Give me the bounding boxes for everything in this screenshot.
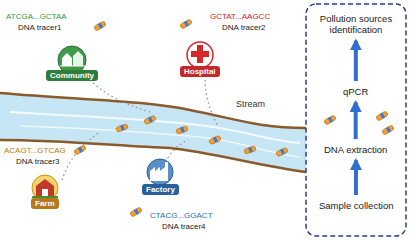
source-label: Factory [142, 184, 179, 195]
dna-sequence: GCTAT...AAGCC [210, 13, 270, 22]
tracer-capsule [324, 111, 395, 136]
node-text: Farm [35, 199, 55, 208]
process-step: Sample collection [317, 199, 395, 212]
tracer-capsule [115, 115, 288, 157]
source-label: Hospital [180, 66, 220, 77]
node-text: Factory [146, 185, 175, 194]
tracer-name: DNA tracer3 [16, 158, 60, 167]
stream-label: Stream [236, 100, 265, 110]
tracer-name: DNA tracer2 [222, 24, 266, 33]
dna-sequence: ATCGA...GCTAA [6, 13, 67, 22]
source-label: Community [46, 70, 98, 81]
stream-bank [0, 93, 306, 128]
process-step: Pollution sources identification [311, 12, 401, 37]
node-text: Hospital [184, 67, 216, 76]
hospital-icon [187, 42, 213, 68]
node-text: qPCR [343, 86, 368, 97]
process-frame [306, 4, 406, 236]
tracer-name: DNA tracer4 [162, 223, 206, 232]
tracer-capsule [74, 19, 193, 218]
discharge-path [62, 80, 218, 180]
node-text: Pollution sources identification [313, 13, 399, 36]
flow-arrow [354, 102, 358, 139]
flow-arrow [354, 41, 358, 81]
process-step: qPCR [341, 85, 370, 98]
dna-sequence: ACAGT...GTCAG [4, 147, 66, 156]
node-text: Sample collection [319, 200, 393, 211]
stream-water [0, 93, 306, 172]
dna-sequence: CTACG...GGACT [150, 212, 213, 221]
process-step: DNA extraction [322, 143, 389, 156]
node-text: DNA extraction [324, 144, 387, 155]
source-label: Farm [31, 198, 59, 209]
node-text: Community [50, 71, 94, 80]
factory-icon [147, 156, 173, 185]
tracer-name: DNA tracer1 [18, 24, 62, 33]
flow-arrow [354, 160, 358, 195]
